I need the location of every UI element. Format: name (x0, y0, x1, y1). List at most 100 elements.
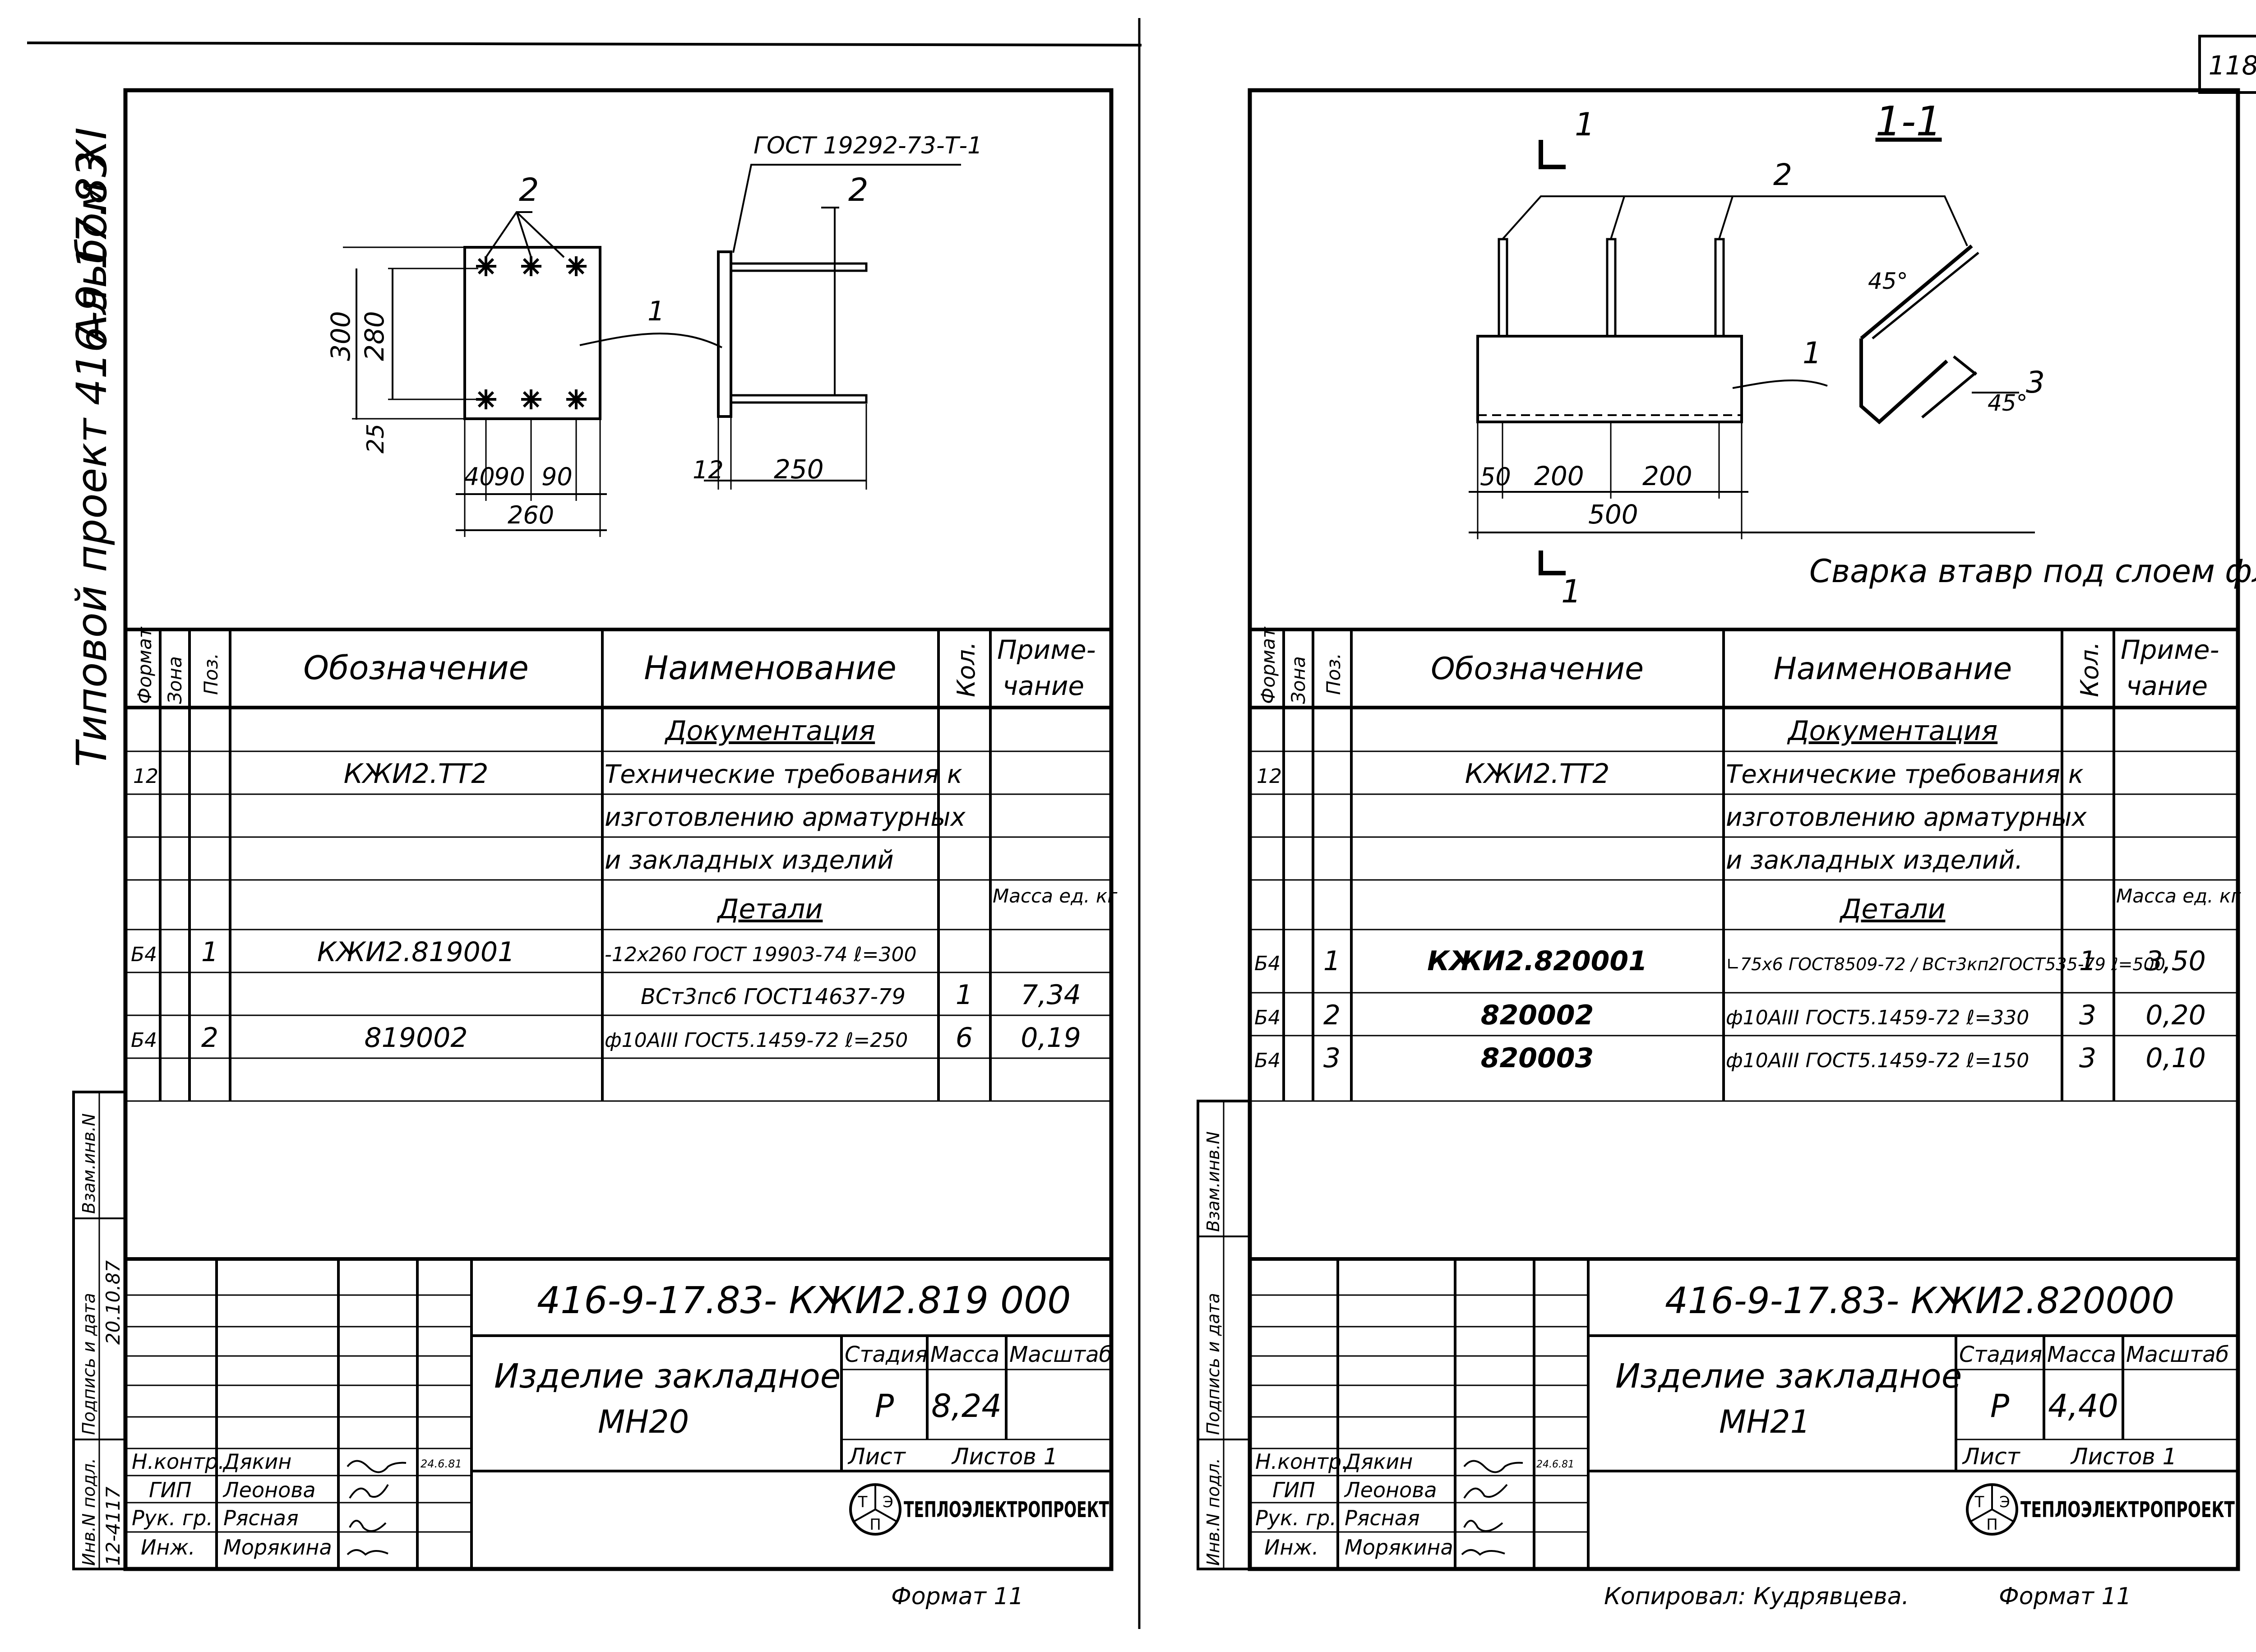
hdr-name: Наименование (644, 649, 897, 687)
svg-text:Э: Э (1999, 1493, 2010, 1511)
svg-text:Т: Т (1974, 1493, 1984, 1511)
row-name: ф10АIII ГОСТ5.1459-72 ℓ=250 (605, 1029, 908, 1052)
row-name: ф10АIII ГОСТ5.1459-72 ℓ=150 (1726, 1049, 2029, 1072)
angle-bottom: 45° (1988, 390, 2028, 416)
svg-text:24.6.81: 24.6.81 (1536, 1459, 1574, 1470)
page-number: 118 (2209, 50, 2256, 81)
row-format: Б4 (1254, 1049, 1281, 1072)
row-note: 7,34 (1021, 979, 1081, 1011)
callout-2-side: 2 (848, 171, 869, 208)
stamp-scale-label: Масштаб (2126, 1342, 2229, 1367)
hdr-qty: Кол. (2076, 642, 2104, 697)
row-name: Детали (1839, 893, 1946, 925)
svg-text:Леонова: Леонова (1344, 1478, 1437, 1502)
dim-90b: 90 (541, 463, 573, 491)
row-name: Документация (664, 715, 875, 747)
page-number-box (2198, 35, 2256, 94)
stamp-scale-label: Масштаб (1009, 1342, 1112, 1367)
svg-text:Э: Э (883, 1493, 893, 1511)
left-drawing: 2 300 280 25 40 90 90 260 1 (325, 132, 982, 537)
row-format: Б4 (1254, 1006, 1281, 1029)
signatures (1461, 1460, 1523, 1556)
row-format: 12 (1257, 765, 1282, 788)
hdr-format: Формат (134, 626, 156, 704)
hdr-note-1: Приме- (997, 634, 1096, 665)
stamp-mass: 8,24 (931, 1388, 1002, 1425)
row-designation: КЖИ2.ТТ2 (1465, 758, 1610, 790)
binding-inv: Инв.N подл. (1203, 1458, 1223, 1566)
hdr-note-1: Приме- (2121, 634, 2219, 665)
svg-text:Морякина: Морякина (1345, 1535, 1453, 1559)
row-name: Документация (1787, 715, 1997, 747)
right-title-block: 416-9-17.83- КЖИ2.820000 Изделие закладн… (1250, 1257, 2238, 1610)
svg-text:Инж.: Инж. (141, 1535, 195, 1559)
binding-inv-value: 12-4117 (102, 1486, 124, 1566)
right-rows: Документация 12 КЖИ2.ТТ2 Технические тре… (1254, 715, 2241, 1074)
stamp-sheet-label: Лист (1962, 1444, 2021, 1470)
hdr-name: Наименование (1774, 651, 2012, 687)
stamp-sheets-label: Листов 1 (951, 1444, 1058, 1470)
stamp-title-1: Изделие закладное (1615, 1357, 1962, 1396)
row-name: изготовлению арматурных (1726, 803, 2087, 832)
side-project-text: Типовой проект 416-9-17.83 (68, 151, 116, 767)
side-album-text: Альбом XI (68, 127, 116, 345)
left-spec-table: Формат Зона Поз. Обозначение Наименовани… (125, 626, 1118, 1102)
row-designation: КЖИ2.820001 (1427, 945, 1647, 977)
plate-plan (463, 246, 601, 420)
stamp-title-1: Изделие закладное (494, 1357, 841, 1396)
binding-sign: Подпись и дата (1203, 1293, 1223, 1435)
hdr-format: Формат (1257, 626, 1279, 704)
company-name: ТЕПЛОЭЛЕКТРОПРОЕКТ (2020, 1497, 2235, 1522)
row-name: и закладных изделий. (1726, 846, 2023, 875)
svg-text:Н.контр.: Н.контр. (1255, 1449, 1348, 1474)
row-note: 0,20 (2145, 1000, 2206, 1031)
top-edge-line (27, 42, 1142, 46)
stamp-mass-label: Масса (2047, 1342, 2116, 1367)
row-pos: 2 (201, 1022, 218, 1054)
stud-top (730, 262, 868, 272)
row-qty: 3 (2079, 1000, 2096, 1031)
right-spec-table: Формат Зона Поз. Обозначение Наименовани… (1250, 626, 2241, 1102)
left-binding-strip: Инв.N подл. Подпись и дата Взам.инв.N 12… (72, 1091, 127, 1570)
row-designation: КЖИ2.819001 (317, 936, 515, 968)
binding-vzam: Взам.инв.N (79, 1113, 99, 1214)
section-title: 1-1 (1876, 98, 1942, 145)
stamp-sheet-label: Лист (847, 1444, 906, 1470)
svg-text:ГИП: ГИП (149, 1478, 192, 1502)
left-frame (123, 88, 1114, 1571)
row-note: 3,50 (2145, 945, 2206, 977)
svg-text:П: П (869, 1516, 881, 1534)
copied-by: Копировал: Кудрявцева. (1604, 1583, 1909, 1610)
row-designation: КЖИ2.ТТ2 (344, 758, 489, 790)
stamp-stage-label: Стадия (845, 1342, 928, 1367)
dim-25: 25 (362, 424, 389, 453)
format-note: Формат 11 (891, 1583, 1024, 1610)
hdr-zone: Зона (1287, 656, 1309, 704)
row-qty: 6 (956, 1022, 973, 1054)
right-staff: Н.контр. ГИП Рук. гр. Инж. Дякин Леонова… (1255, 1449, 1574, 1559)
cut-label-bottom: 1 (1561, 573, 1581, 610)
angle-elevation (1476, 335, 1743, 423)
row-designation: 819002 (364, 1022, 467, 1054)
row-format: Б4 (1254, 952, 1281, 975)
dim-200b: 200 (1642, 461, 1692, 491)
svg-text:Рук. гр.: Рук. гр. (132, 1506, 213, 1530)
hdr-note-2: чание (1003, 671, 1084, 701)
dim-500: 500 (1588, 499, 1638, 530)
callout-1-left: 1 (647, 296, 665, 327)
callout-2-plan: 2 (519, 171, 539, 208)
svg-text:Рук. гр.: Рук. гр. (1255, 1506, 1336, 1530)
hdr-pos: Поз. (200, 653, 222, 695)
row-qty: 3 (2079, 1042, 2096, 1074)
row-format: Б4 (131, 1029, 157, 1052)
row-format: Б4 (131, 943, 157, 966)
format-note: Формат 11 (1999, 1583, 2131, 1610)
left-sheet: 2 300 280 25 40 90 90 260 1 (72, 88, 1118, 1610)
stamp-sheets-label: Листов 1 (2070, 1444, 2177, 1470)
row-name: ф10АIII ГОСТ5.1459-72 ℓ=330 (1726, 1006, 2029, 1029)
stud-bottom (730, 394, 868, 404)
svg-text:ГИП: ГИП (1272, 1478, 1315, 1502)
stamp-title-2: МН20 (598, 1403, 689, 1440)
dim-50: 50 (1480, 463, 1511, 491)
row-name: ВСт3пс6 ГОСТ14637-79 (641, 984, 906, 1009)
